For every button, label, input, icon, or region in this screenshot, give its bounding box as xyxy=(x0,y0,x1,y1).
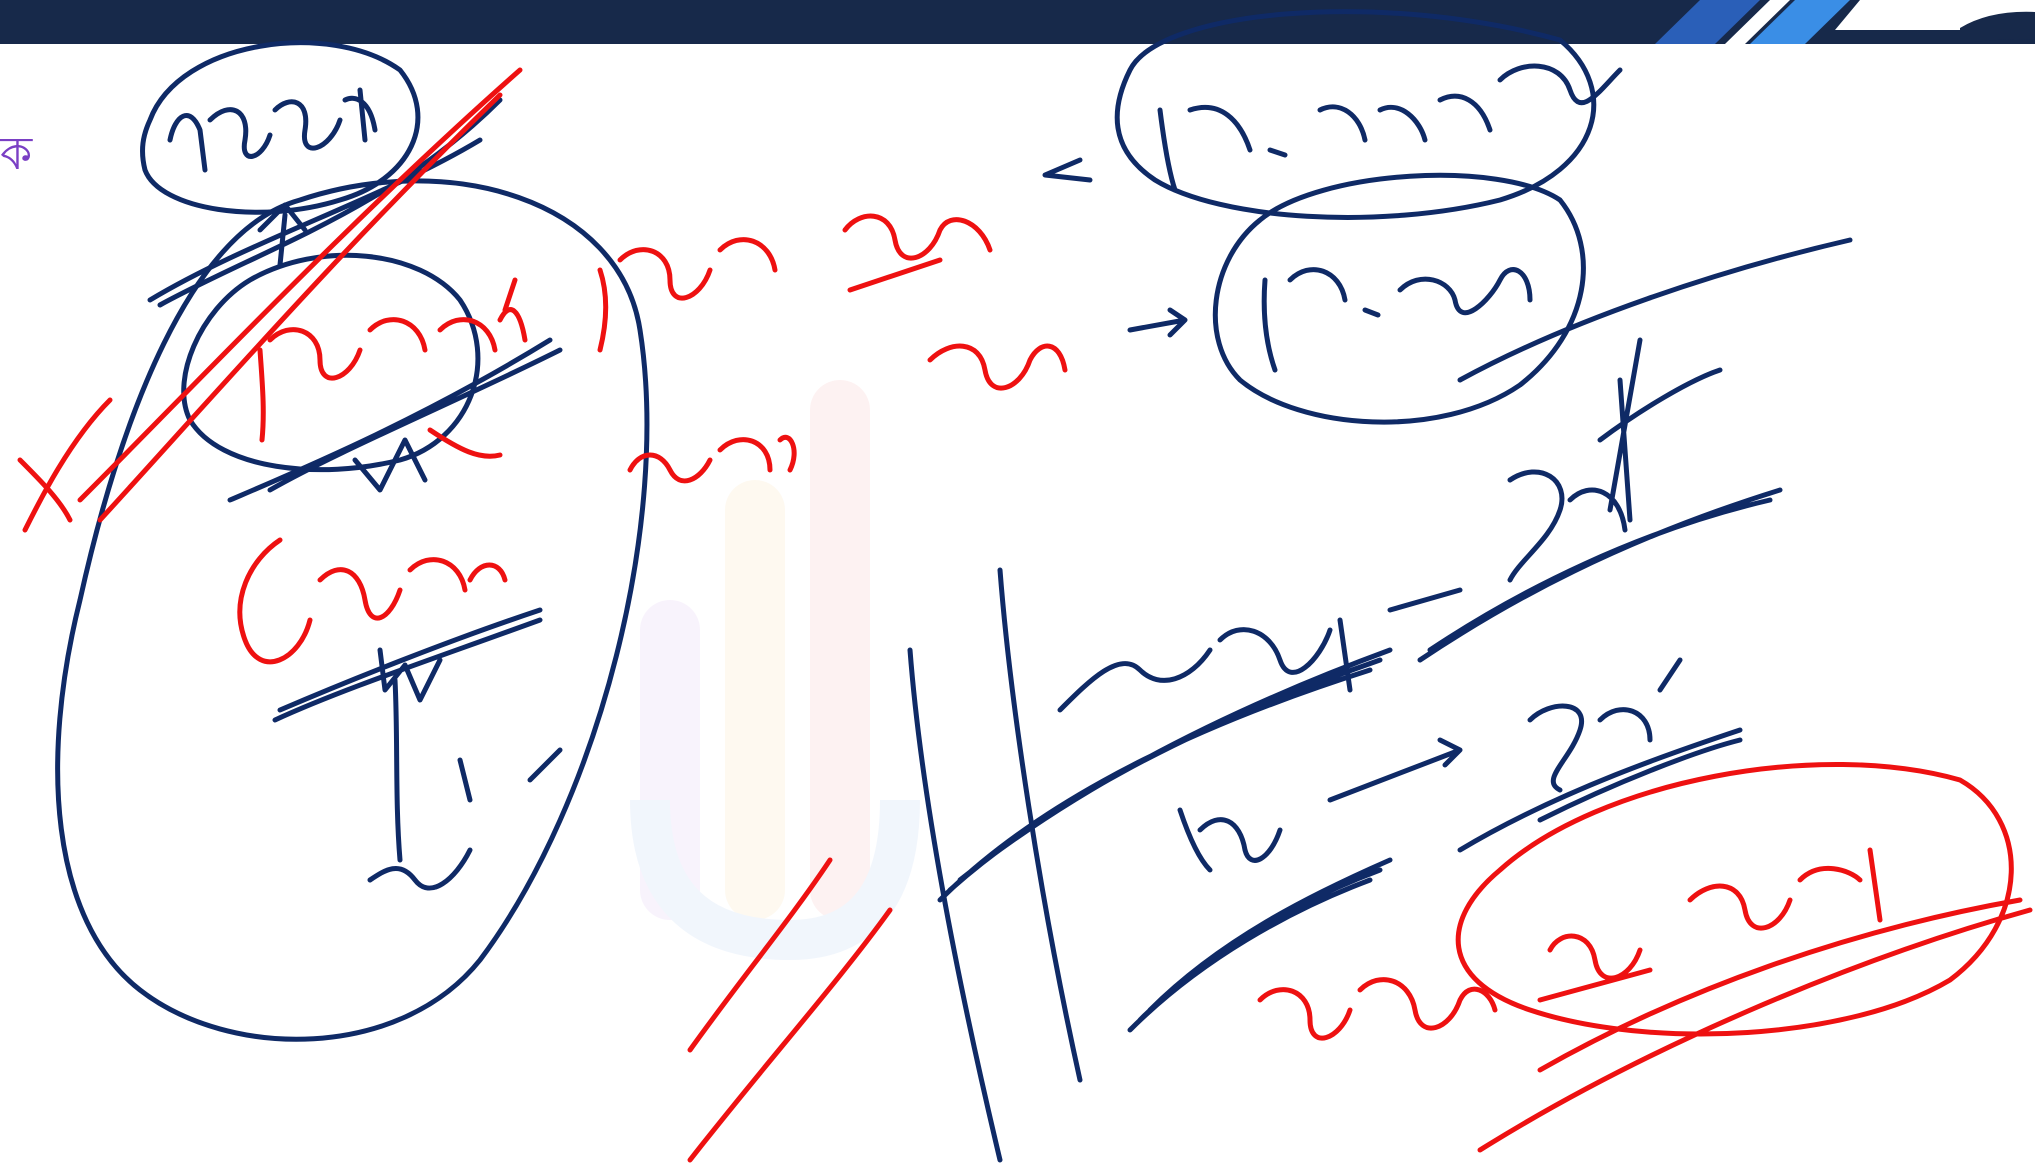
ink-red-circle-bottom-right xyxy=(1455,761,2014,1037)
ink-red-slash-lines xyxy=(687,857,893,1163)
ink-arrow-up xyxy=(147,97,503,308)
ink-mid-strokes xyxy=(272,607,563,891)
ink-heavy-scribbles xyxy=(937,647,1393,1033)
header-stripe-decoration xyxy=(1655,0,2035,44)
ink-red-text-inner xyxy=(257,277,528,459)
ink-red-text-middle xyxy=(597,213,1068,484)
ink-text-right-2 xyxy=(1177,657,1743,873)
ink-red-text-bottom xyxy=(1257,977,1498,1041)
edge-glyph: ক xyxy=(0,126,33,180)
ink-circle-top-right xyxy=(1042,9,1623,220)
ink-text-right-1 xyxy=(1057,337,1783,713)
ink-red-long-strokes xyxy=(1477,897,2033,1153)
ink-circle-mid-right xyxy=(1127,172,1586,425)
ink-red-text-lower xyxy=(237,537,508,665)
ink-inner-circle xyxy=(181,252,563,503)
ink-vertical-bars xyxy=(907,567,1083,1163)
ink-long-line-right xyxy=(1457,237,1853,383)
ink-red-cross-x xyxy=(17,67,523,533)
ink-text-top-left xyxy=(167,87,378,173)
ink-circle-top-left xyxy=(140,40,421,215)
